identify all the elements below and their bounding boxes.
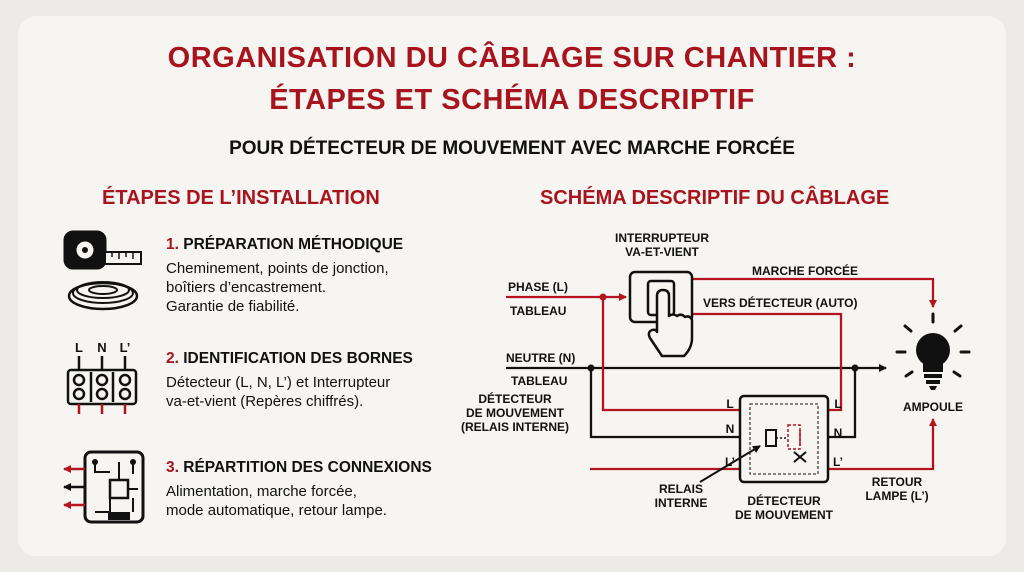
step-3-title-text: RÉPARTITION DES CONNEXIONS — [183, 459, 432, 476]
terminal-right-lp: L’ — [832, 455, 843, 469]
lamp-return-line: LAMPE (L’) — [865, 489, 929, 503]
neutral-wires — [506, 364, 887, 439]
page-title-line1: ORGANISATION DU CÂBLAGE SUR CHANTIER : — [167, 42, 857, 74]
step-1-line: Garantie de fiabilité. — [166, 298, 300, 315]
auto-wire — [692, 312, 843, 412]
phase-label: PHASE (L) — [508, 280, 568, 294]
step-3-line: mode automatique, retour lampe. — [166, 502, 387, 519]
switch-label-line: VA-ET-VIENT — [625, 245, 699, 259]
step-3-number: 3. — [166, 459, 179, 476]
step-2-number: 2. — [166, 350, 179, 367]
switch-label-line: INTERRUPTEUR — [614, 231, 709, 245]
step-1-number: 1. — [166, 236, 179, 253]
detector-side-line: DE MOUVEMENT — [465, 406, 564, 420]
lamp-return-label: RETOUR LAMPE (L’) — [852, 475, 942, 503]
content-card — [18, 16, 1006, 556]
step-2-title: 2. IDENTIFICATION DES BORNES — [166, 350, 413, 368]
detector-side-label: DÉTECTEUR DE MOUVEMENT (RELAIS INTERNE) — [440, 392, 590, 434]
neutral-label: NEUTRE (N) — [506, 351, 576, 365]
switch-label: INTERRUPTEUR VA-ET-VIENT — [605, 231, 719, 259]
detector-side-line: (RELAIS INTERNE) — [461, 420, 569, 434]
relay-label-line: INTERNE — [654, 496, 708, 510]
step-1-title-text: PRÉPARATION MÉTHODIQUE — [183, 236, 404, 253]
phase-junction — [599, 293, 607, 301]
terminal-right-n: N — [833, 426, 843, 440]
detector-bottom-label: DÉTECTEUR DE MOUVEMENT — [724, 494, 844, 522]
terminal-left-n: N — [725, 422, 735, 436]
step-3-line: Alimentation, marche forcée, — [166, 483, 357, 500]
page-subtitle: POUR DÉTECTEUR DE MOUVEMENT AVEC MARCHE … — [229, 138, 795, 159]
detector-bottom-line: DÉTECTEUR — [747, 494, 821, 508]
steps-heading: ÉTAPES DE L’INSTALLATION — [102, 187, 380, 209]
lamp-return-wire — [820, 418, 937, 471]
step-1-line: Cheminement, points de jonction, — [166, 260, 389, 277]
terminal-right-l: L — [834, 397, 842, 411]
detector-side-line: DÉTECTEUR — [478, 392, 552, 406]
neutral-return-wire — [820, 368, 857, 439]
lamp-label: AMPOULE — [903, 400, 963, 414]
phase-to-detector-wire — [601, 297, 748, 412]
tape-measure-cable-coil-icon — [63, 230, 142, 311]
neutral-junction — [587, 364, 595, 372]
relay-label: RELAIS INTERNE — [646, 482, 716, 510]
neutral-to-detector-wire — [589, 368, 748, 439]
terminal-label: L — [75, 340, 83, 355]
circuit-board-icon — [63, 450, 145, 524]
step-2-title-text: IDENTIFICATION DES BORNES — [183, 350, 413, 367]
to-detector-label: VERS DÉTECTEUR (AUTO) — [703, 296, 858, 310]
forced-wire — [644, 277, 937, 308]
terminal-label: L’ — [120, 340, 131, 355]
page-title-line2: ÉTAPES ET SCHÉMA DESCRIPTIF — [269, 84, 755, 116]
lamp-return-line: RETOUR — [871, 475, 923, 489]
terminal-label: N — [97, 340, 106, 355]
step-1-line: boîtiers d’encastrement. — [166, 279, 327, 296]
lightbulb-icon — [895, 312, 971, 390]
detector-bottom-line: DE MOUVEMENT — [734, 508, 833, 522]
terminal-left-l: L — [726, 397, 734, 411]
terminal-block-icon: L N L’ — [66, 340, 138, 414]
relay-pointer — [699, 445, 761, 483]
step-3-title: 3. RÉPARTITION DES CONNEXIONS — [166, 459, 432, 477]
neutral-source-label: TABLEAU — [511, 374, 568, 388]
diagram-heading: SCHÉMA DESCRIPTIF DU CÂBLAGE — [540, 187, 890, 209]
phase-source-label: TABLEAU — [510, 304, 567, 318]
step-2-line: va-et-vient (Repères chiffrés). — [166, 393, 364, 410]
neutral-junction — [851, 364, 859, 372]
hand-icon — [647, 288, 694, 358]
step-1-title: 1. PRÉPARATION MÉTHODIQUE — [166, 236, 403, 254]
terminal-left-lp: L’ — [724, 455, 735, 469]
step-3-description: Alimentation, marche forcée, mode automa… — [166, 482, 387, 520]
forced-label: MARCHE FORCÉE — [752, 264, 859, 278]
motion-detector-box — [738, 394, 830, 484]
step-2-description: Détecteur (L, N, L’) et Interrupteur va-… — [166, 373, 390, 411]
step-1-description: Cheminement, points de jonction, boîtier… — [166, 259, 389, 316]
step-2-line: Détecteur (L, N, L’) et Interrupteur — [166, 374, 391, 391]
relay-label-line: RELAIS — [658, 482, 703, 496]
